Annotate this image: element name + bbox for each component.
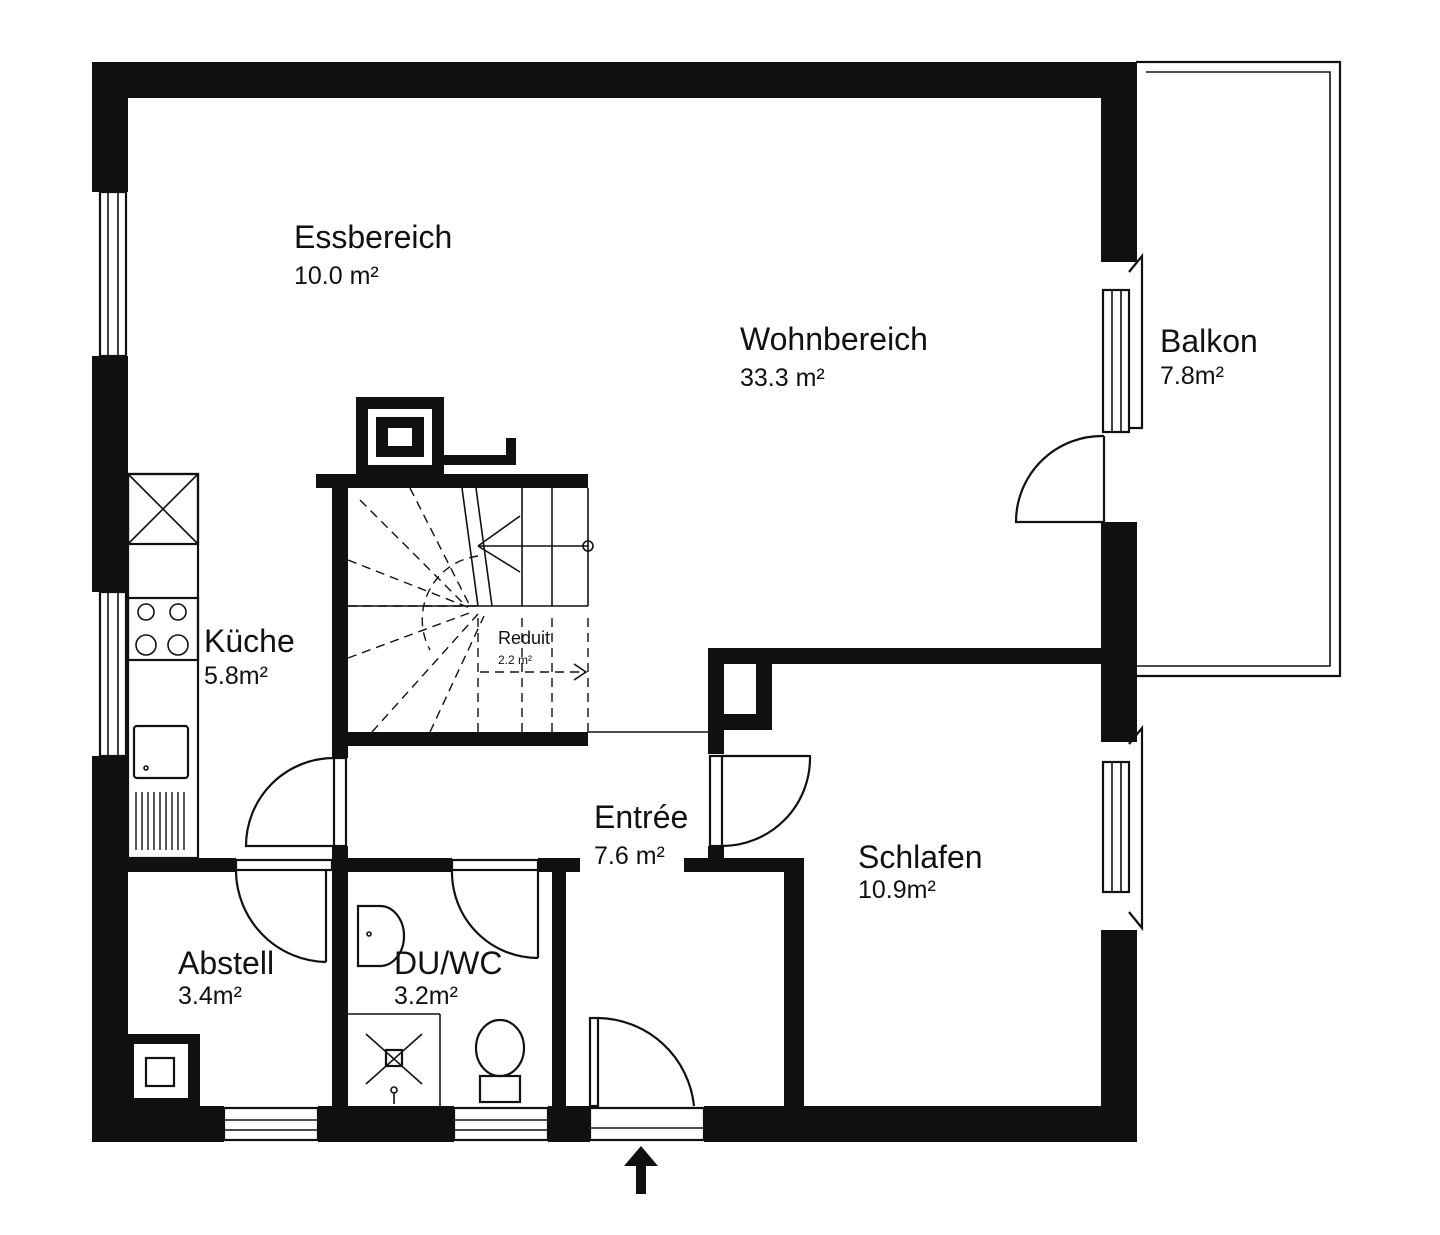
room-name-kueche: Küche [204,623,295,659]
chimney-icon [126,472,200,546]
window-bottom-duwc [452,1106,550,1142]
room-name-abstell: Abstell [178,945,274,981]
entrance-arrow-icon [624,1146,658,1194]
door-schlafen [708,754,812,848]
door-duwc [450,858,540,960]
room-name-wohnbereich: Wohnbereich [740,321,928,357]
room-area-abstell: 3.4m² [178,982,242,1010]
room-name-schlafen: Schlafen [858,839,983,875]
room-name-duwc: DU/WC [394,945,502,981]
door-kueche [244,756,348,848]
door-entrance [588,1016,696,1108]
room-area-wohnbereich: 33.3 m² [740,364,825,392]
room-area-duwc: 3.2m² [394,982,458,1010]
interior-walls [128,397,1110,1108]
room-area-schlafen: 10.9m² [858,876,936,904]
shower-icon [365,1033,423,1104]
window-right-schlafen [1101,724,1144,932]
room-area-essbereich: 10.0 m² [294,262,379,290]
toilet-icon [474,1018,526,1104]
room-area-reduit: 2.2 m² [498,653,532,667]
doors [234,434,1106,1108]
room-name-entree: Entrée [594,799,688,835]
window-bottom-abstell [222,1106,320,1142]
door-abstell [234,858,334,964]
room-name-reduit: Reduit [498,628,550,648]
entrance-threshold [588,1106,706,1142]
sink-icon [132,724,190,850]
kitchen-fixtures [126,472,200,860]
room-area-entree: 7.6 m² [594,842,665,870]
balcony-outline [1136,60,1342,678]
window-left-kitchen [98,590,128,758]
utility-shaft-icon [128,1034,200,1106]
window-right-balkon [1101,252,1144,434]
room-name-essbereich: Essbereich [294,219,452,255]
room-labels: Essbereich 10.0 m² Wohnbereich 33.3 m² B… [178,219,1258,1010]
bathroom-fixtures [356,904,526,1104]
door-balkon [1014,434,1106,524]
sink-icon [356,904,406,968]
windows [98,190,1144,1142]
window-left-upper [98,190,128,358]
staircase [347,487,594,733]
room-name-balkon: Balkon [1160,323,1258,359]
room-area-balkon: 7.8m² [1160,362,1224,390]
stove-icon [126,596,200,662]
room-area-kueche: 5.8m² [204,662,268,690]
outer-walls [92,62,1137,1142]
